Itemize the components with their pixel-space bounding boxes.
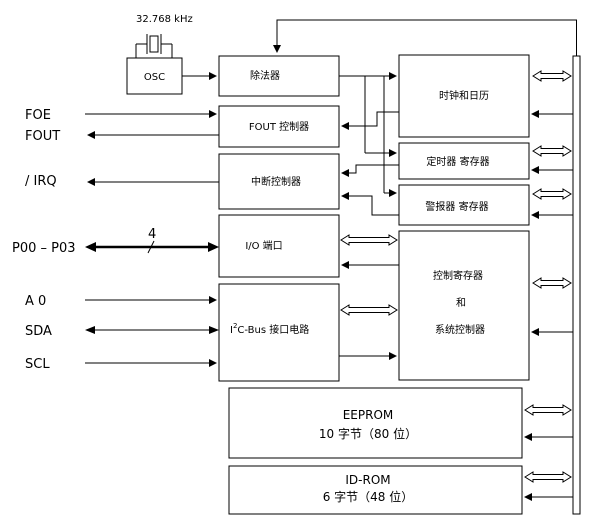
port-width-slash <box>147 240 155 254</box>
pin-scl-label: SCL <box>25 357 50 372</box>
eeprom-block <box>228 387 523 459</box>
eeprom-label: EEPROM <box>343 408 394 422</box>
timer-register-block <box>398 142 530 180</box>
clock-calendar-block <box>398 54 530 138</box>
port-bus-bidir-arrow <box>85 242 219 252</box>
io-control-bidir-arrow <box>340 234 398 246</box>
io-port-label: I/O 端口 <box>245 239 282 252</box>
clock-to-fout-arrow <box>341 111 399 130</box>
fout-controller-label: FOUT 控制器 <box>249 120 309 133</box>
sda-bidir-arrow <box>85 326 219 334</box>
interrupt-controller-label: 中断控制器 <box>251 175 301 188</box>
crystal-frequency-label: 32.768 kHz <box>136 14 193 25</box>
i2c-control-bidir-arrow <box>340 304 398 316</box>
id-rom-size-label: 6 字节（48 位） <box>323 489 414 504</box>
timer-to-interrupt-arrow <box>341 164 399 177</box>
port-width-label: 4 <box>148 227 156 242</box>
id-rom-block <box>228 465 523 515</box>
id-rom-label: ID-ROM <box>345 473 390 487</box>
i2c-bus-interface-label: I2C-Bus 接口电路 <box>230 322 309 336</box>
pin-a0-label: A 0 <box>25 294 46 309</box>
fout-controller-block <box>218 105 340 148</box>
divider-label: 除法器 <box>250 69 280 82</box>
osc-block <box>126 57 183 95</box>
bus-timer-bidir-arrow <box>532 145 572 157</box>
i2c-bus-interface-block <box>218 283 340 382</box>
eeprom-size-label: 10 字节（80 位） <box>319 426 417 441</box>
io-port-block <box>218 214 340 278</box>
alarm-register-block <box>398 184 530 226</box>
control-and-label: 和 <box>456 297 466 309</box>
clock-calendar-label: 时钟和日历 <box>439 89 489 102</box>
bus-control-bidir-arrow <box>532 277 572 289</box>
pin-port-label: P00 – P03 <box>12 241 76 256</box>
control-register-label: 控制寄存器 <box>433 269 483 282</box>
bus-alarm-bidir-arrow <box>532 188 572 200</box>
pin-foe-label: FOE <box>25 108 51 123</box>
crystal-icon <box>135 34 173 58</box>
pin-fout-label: FOUT <box>25 129 60 144</box>
control-register-system-controller-block <box>398 230 530 381</box>
bus-eeprom-bidir-arrow <box>524 404 572 416</box>
pin-sda-label: SDA <box>25 324 52 339</box>
pin-irq-label: / IRQ <box>25 174 57 189</box>
bus-to-divider-line <box>273 19 577 56</box>
timer-register-label: 定时器 寄存器 <box>426 155 489 168</box>
system-controller-label: 系统控制器 <box>435 323 485 336</box>
bus-clock-bidir-arrow <box>532 70 572 82</box>
alarm-to-interrupt-arrow <box>341 192 399 216</box>
interrupt-controller-block <box>218 153 340 210</box>
alarm-register-label: 警报器 寄存器 <box>425 200 488 213</box>
osc-label: OSC <box>144 72 165 83</box>
divider-to-timer-alarm-lines <box>364 76 397 197</box>
bus-id-rom-bidir-arrow <box>524 471 572 483</box>
internal-bus <box>572 55 581 515</box>
